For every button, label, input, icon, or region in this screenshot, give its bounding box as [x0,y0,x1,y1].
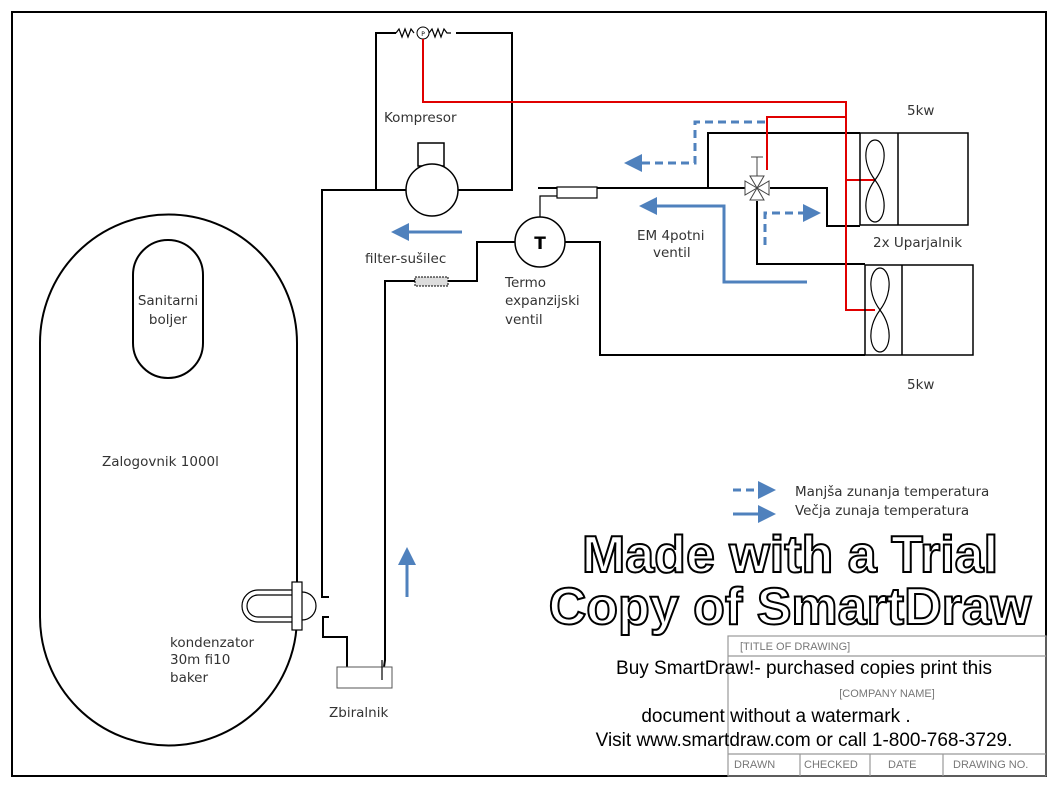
compressor [405,142,459,217]
receiver [336,666,393,689]
evaporator-bottom [864,264,974,356]
valve-label-2: ventil [653,245,691,261]
pressure-switch-letter: P [421,31,425,38]
expansion-valve [514,216,566,268]
date-label: DATE [888,759,917,771]
watermark-line-5: Visit www.smartdraw.com or call 1-800-76… [596,730,1013,751]
watermark-line-4: document without a watermark . [641,706,910,727]
txv-letter: T [534,234,546,254]
power-top-label: 5kw [907,103,934,119]
four-way-valve [744,156,770,201]
txv-label-3: ventil [505,312,543,328]
watermark-line-3: Buy SmartDraw!- purchased copies print t… [616,658,992,679]
legend: Manjša zunanja temperatura Večja zunaja … [733,481,989,523]
filter-label: filter-sušilec [365,251,446,267]
drawing-frame [11,11,1047,777]
title-block: [TITLE OF DRAWING] [COMPANY NAME] DRAWN … [727,635,1047,777]
condenser-label-1: kondenzator [170,635,254,651]
boiler-label-1: Sanitarni [138,293,198,309]
power-bottom-label: 5kw [907,377,934,393]
legend-label-solid: Večja zunaja temperatura [795,503,969,519]
pressure-switch: P [395,26,451,40]
title-block-header: [TITLE OF DRAWING] [740,641,850,653]
filter-drier [414,276,449,287]
receiver-label: Zbiralnik [329,705,388,721]
evaporators-label: 2x Uparjalnik [873,235,962,251]
watermark: Made with a Trial Copy of SmartDraw Buy … [548,525,1033,751]
flow-arrows [391,120,821,597]
checked-label: CHECKED [804,759,858,771]
company-name: [COMPANY NAME] [839,688,935,700]
condenser-label-2: 30m fi10 [170,652,230,668]
valve-label-1: EM 4potni [637,228,705,244]
watermark-line-1: Made with a Trial [582,526,998,584]
sanitary-boiler [132,239,204,379]
refrigerant-pipes [321,32,865,668]
watermark-line-2: Copy of SmartDraw [549,578,1032,636]
drawn-label: DRAWN [734,759,775,771]
tank-label: Zalogovnik 1000l [102,454,219,470]
control-wires [422,39,875,311]
fan-icon [865,139,885,223]
sensor-bulb [556,186,598,199]
condenser-coil [241,581,317,631]
evaporator-top [859,132,969,226]
condenser-label-3: baker [170,670,208,686]
drawing-no-label: DRAWING NO. [953,759,1028,771]
compressor-label: Kompresor [384,110,457,126]
txv-label-2: expanzijski [505,293,580,309]
legend-label-dashed: Manjša zunanja temperatura [795,484,989,500]
fan-icon [870,267,890,353]
txv-label-1: Termo [504,275,546,291]
boiler-label-2: boljer [149,312,188,328]
